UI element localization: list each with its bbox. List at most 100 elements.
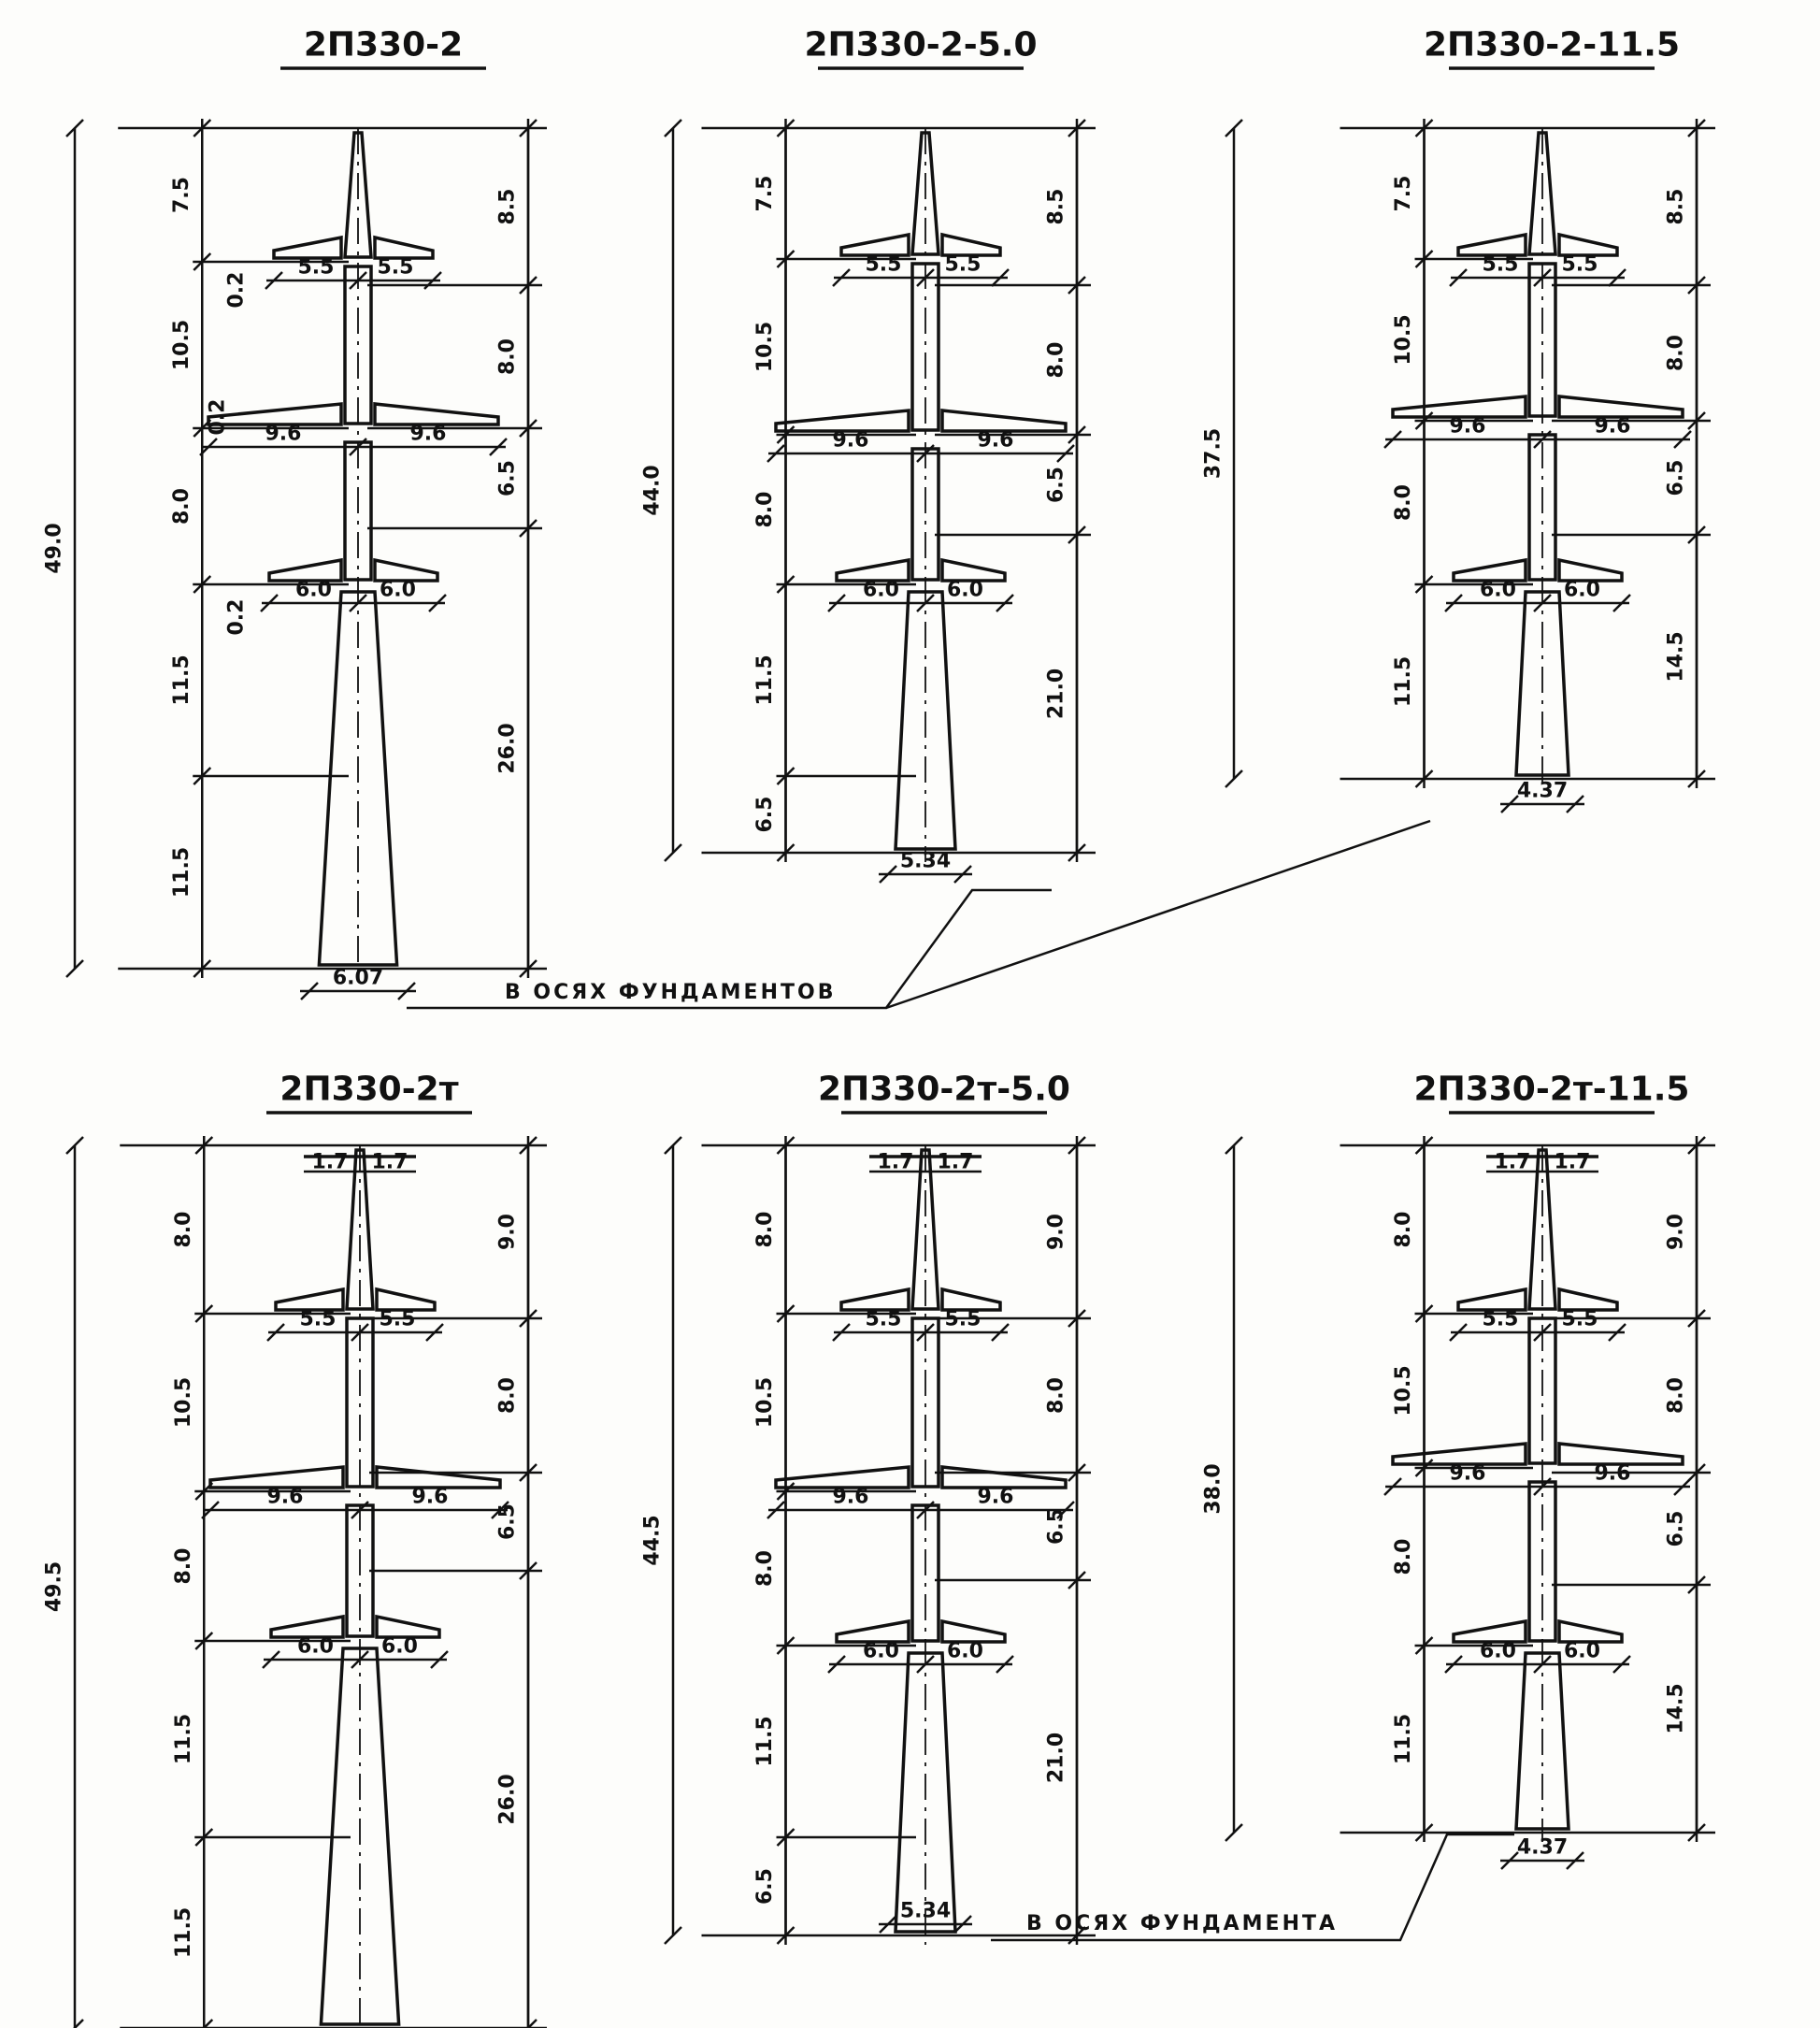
right-dimension-tick	[1687, 525, 1706, 544]
right-dimension-label: 8.5	[1665, 189, 1688, 225]
left-dimension-tick	[776, 843, 795, 862]
arm-offset-label: 0.2	[225, 599, 249, 636]
middle-left-arm	[774, 1465, 910, 1489]
lower-right-arm	[1557, 1618, 1624, 1644]
left-dimension-label: 10.5	[1392, 314, 1415, 365]
base-tick	[300, 982, 319, 1000]
middle-arm-tick	[349, 438, 367, 456]
lower-arm-tick	[996, 594, 1014, 612]
lower-arm-tick	[1533, 1655, 1552, 1674]
upper-arm-tick	[265, 271, 283, 290]
left-dimension-label: 7.5	[1392, 176, 1415, 212]
right-dimension-label: 6.5	[1665, 1511, 1688, 1547]
foundation-axes-note-bottom: В ОСЯХ ФУНДАМЕНТА	[1026, 1912, 1338, 1935]
lower-left-arm-label: 6.0	[297, 1635, 334, 1659]
right-dimension-label: 14.5	[1665, 1683, 1688, 1733]
middle-left-arm	[1391, 1442, 1527, 1466]
lower-arm-tick	[827, 594, 846, 612]
tower-panel-1: 2П330-27.510.58.011.511.58.58.06.526.049…	[43, 26, 547, 1000]
left-dimension-tick	[194, 1304, 214, 1323]
base-width-label: 4.37	[1517, 1836, 1568, 1860]
left-dimension-tick	[776, 575, 795, 594]
left-dimension-label: 11.5	[1392, 656, 1415, 707]
topper-left-label: 1.7	[878, 1151, 914, 1174]
upper-arm-tick	[349, 271, 367, 290]
right-dimension-tick	[519, 1309, 537, 1328]
right-dimension-label: 26.0	[496, 723, 520, 773]
middle-right-arm-label: 9.6	[978, 429, 1014, 453]
middle-left-arm	[1391, 395, 1527, 419]
left-dimension-label: 11.5	[1392, 1714, 1415, 1764]
left-dimension-label: 6.5	[753, 1868, 777, 1905]
lower-arm-tick	[1612, 594, 1631, 612]
upper-left-arm-label: 5.5	[300, 1308, 337, 1331]
right-dimension-label: 8.5	[496, 189, 520, 225]
foundation-axis-callouts: В ОСЯХ ФУНДАМЕНТОВ В ОСЯХ ФУНДАМЕНТА	[407, 819, 1514, 1942]
upper-left-arm-label: 5.5	[866, 1308, 902, 1331]
overall-tick	[73, 2019, 84, 2028]
top-mast	[343, 131, 373, 259]
middle-arm-tick	[489, 438, 508, 456]
upper-arm-tick	[916, 268, 935, 287]
right-dimension-tick	[519, 276, 537, 295]
right-dimension-label: 8.0	[496, 1377, 520, 1414]
right-dimension-label: 9.0	[1045, 1214, 1068, 1250]
upper-arm-tick	[266, 1323, 285, 1342]
left-dimension-label: 10.5	[172, 1377, 195, 1428]
left-dimension-tick	[776, 1926, 795, 1945]
upper-left-arm-label: 5.5	[298, 256, 335, 280]
upper-right-arm-label: 5.5	[1562, 1308, 1598, 1331]
right-dimension-tick	[1068, 1463, 1086, 1482]
base-tick	[1500, 1851, 1519, 1870]
left-dimension-tick	[193, 959, 212, 978]
right-dimension-label: 9.0	[1665, 1214, 1688, 1250]
right-dimension-tick	[519, 119, 537, 137]
upper-arm-tick	[1533, 1323, 1552, 1342]
upper-arm-tick	[1608, 1323, 1627, 1342]
left-dimension-tick	[202, 2019, 214, 2028]
tower-panel-4: 2П330-2т8.010.58.011.511.59.08.06.526.04…	[43, 1071, 547, 2028]
lower-right-arm-label: 6.0	[947, 579, 983, 602]
top-mast	[1527, 131, 1557, 256]
left-dimension-label: 11.5	[753, 1716, 777, 1766]
right-dimension-tick	[1687, 769, 1706, 788]
foundation-axes-note-top: В ОСЯХ ФУНДАМЕНТОВ	[505, 981, 836, 1004]
right-dimension-tick	[1687, 1309, 1706, 1328]
right-dimension-tick	[1068, 1571, 1086, 1589]
left-dimension-tick	[193, 575, 212, 594]
lower-arm-tick	[916, 1655, 935, 1674]
left-dimension-label: 8.0	[753, 1550, 777, 1587]
callout-leader-top-a	[407, 888, 1052, 1010]
right-dimension-label: 6.5	[1045, 1508, 1068, 1545]
lower-left-arm	[1452, 1618, 1527, 1644]
tower-title: 2П330-2т-5.0	[818, 1071, 1070, 1109]
lower-right-arm	[373, 557, 439, 583]
lower-arm-tick	[351, 1650, 369, 1669]
left-dimension-tick	[1414, 250, 1434, 268]
upper-arm-tick	[832, 268, 851, 287]
middle-right-arm	[375, 1465, 502, 1489]
top-mast	[910, 1148, 940, 1311]
right-dimension-tick	[1068, 1309, 1086, 1328]
middle-right-arm-label: 9.6	[1595, 1462, 1631, 1486]
overall-tick	[664, 119, 682, 137]
upper-right-arm	[940, 1287, 1002, 1312]
lower-arm-tick	[262, 1650, 280, 1669]
right-dimension-tick	[1068, 425, 1086, 444]
middle-right-arm	[1557, 395, 1684, 419]
upper-left-arm-label: 5.5	[866, 253, 902, 277]
middle-right-arm	[373, 402, 500, 426]
lower-left-arm-label: 6.0	[863, 579, 899, 602]
base-tick	[879, 1915, 897, 1934]
upper-arm-tick	[916, 1323, 935, 1342]
left-dimension-label: 10.5	[1392, 1365, 1415, 1416]
lower-left-arm-label: 6.0	[1480, 579, 1516, 602]
overall-tick	[65, 119, 84, 137]
base-tick	[953, 865, 972, 884]
lower-arm-tick	[1444, 1655, 1463, 1674]
right-dimension-tick	[1068, 276, 1086, 295]
upper-arm-tick	[832, 1323, 851, 1342]
middle-left-arm-label: 9.6	[267, 1486, 304, 1509]
base-tick	[1566, 795, 1584, 813]
lower-right-arm-label: 6.0	[1564, 1640, 1600, 1663]
